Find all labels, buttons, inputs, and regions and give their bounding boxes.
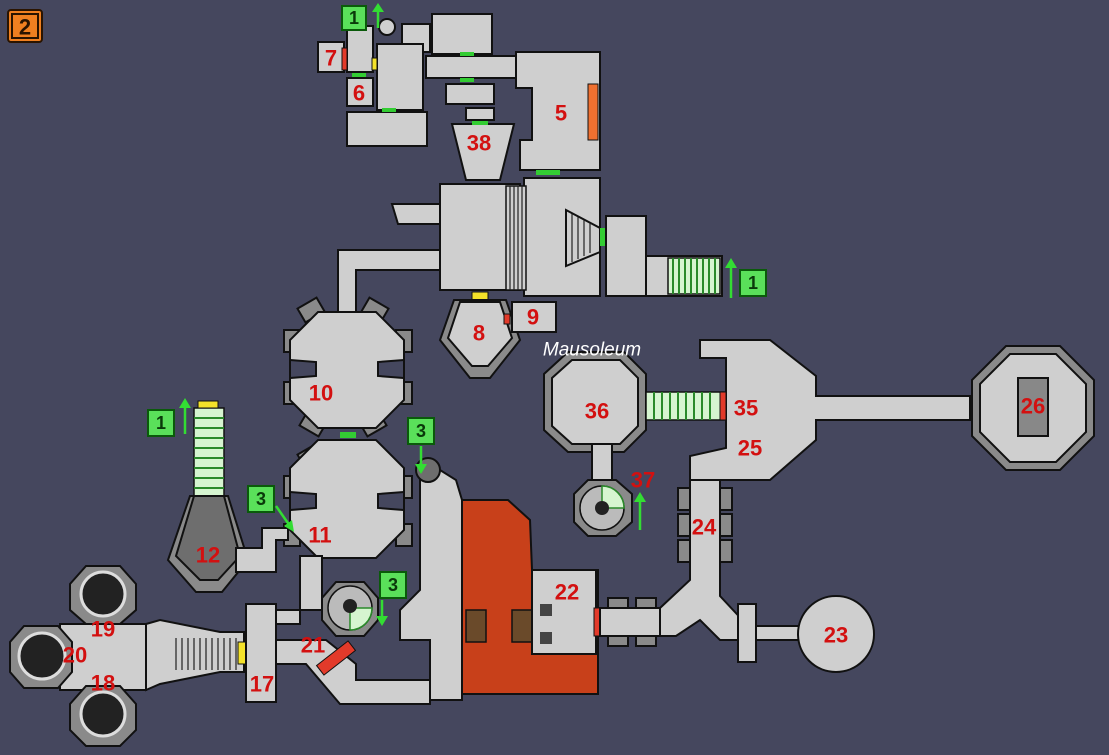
svg-text:1: 1 [349,8,359,28]
marker-1-right: 1 [725,258,767,298]
room-37-label: 37 [631,468,655,493]
room-12 [166,400,289,593]
room-26 [971,345,1095,471]
room-20-label: 20 [63,643,87,668]
room-5-label: 5 [555,101,567,126]
room-10-label: 10 [309,381,333,406]
room-11-label: 11 [308,523,331,548]
room-19-label: 19 [91,617,115,642]
room-8-9 [438,299,557,379]
room-labels: 5 6 7 8 9 10 11 12 17 18 19 20 21 22 23 … [63,46,1045,697]
svg-text:3: 3 [388,575,398,595]
room-17-label: 17 [250,672,274,697]
svg-text:1: 1 [156,413,166,433]
marker-3-lower: 3 [376,571,407,626]
room-22-label: 22 [555,580,579,605]
room-20-pit [9,625,73,689]
room-7-label: 7 [325,46,337,71]
marker-3-left: 3 [247,485,294,532]
level-badge: 2 [7,9,43,43]
room-18-label: 18 [91,671,115,696]
room-11 [275,439,413,625]
room-18-pit [69,685,137,747]
svg-text:3: 3 [256,489,266,509]
central-hall [337,177,723,319]
room-38-label: 38 [467,131,491,156]
room-35-label: 35 [734,396,758,421]
rooms-18-19-20 [9,565,247,747]
room-9-label: 9 [527,305,539,330]
east-corridor [599,459,875,673]
room-19-pit [69,565,137,625]
room-12-label: 12 [196,543,220,568]
svg-text:1: 1 [748,273,758,293]
room-17-21 [245,603,431,705]
room-8-label: 8 [473,321,485,346]
room-25-35 [689,339,971,481]
mausoleum-label: Mausoleum [543,340,641,361]
room-36-37 [543,351,727,537]
marker-37-arrow [634,492,646,530]
spiral-stair-11 [321,581,379,637]
room-21-label: 21 [301,633,325,658]
room-23-label: 23 [824,623,848,648]
room-26-label: 26 [1021,394,1045,419]
marker-1-top: 1 [341,3,384,31]
room-25-label: 25 [738,436,762,461]
room-10 [283,296,413,438]
marker-3-upper: 3 [407,417,435,474]
svg-text:3: 3 [416,421,426,441]
room-6-label: 6 [353,81,365,106]
room-24-label: 24 [692,515,717,540]
room-36-label: 36 [585,399,609,424]
marker-1-left: 1 [147,398,191,437]
lava-area [399,457,601,701]
top-complex [317,13,601,181]
svg-text:2: 2 [19,15,31,40]
